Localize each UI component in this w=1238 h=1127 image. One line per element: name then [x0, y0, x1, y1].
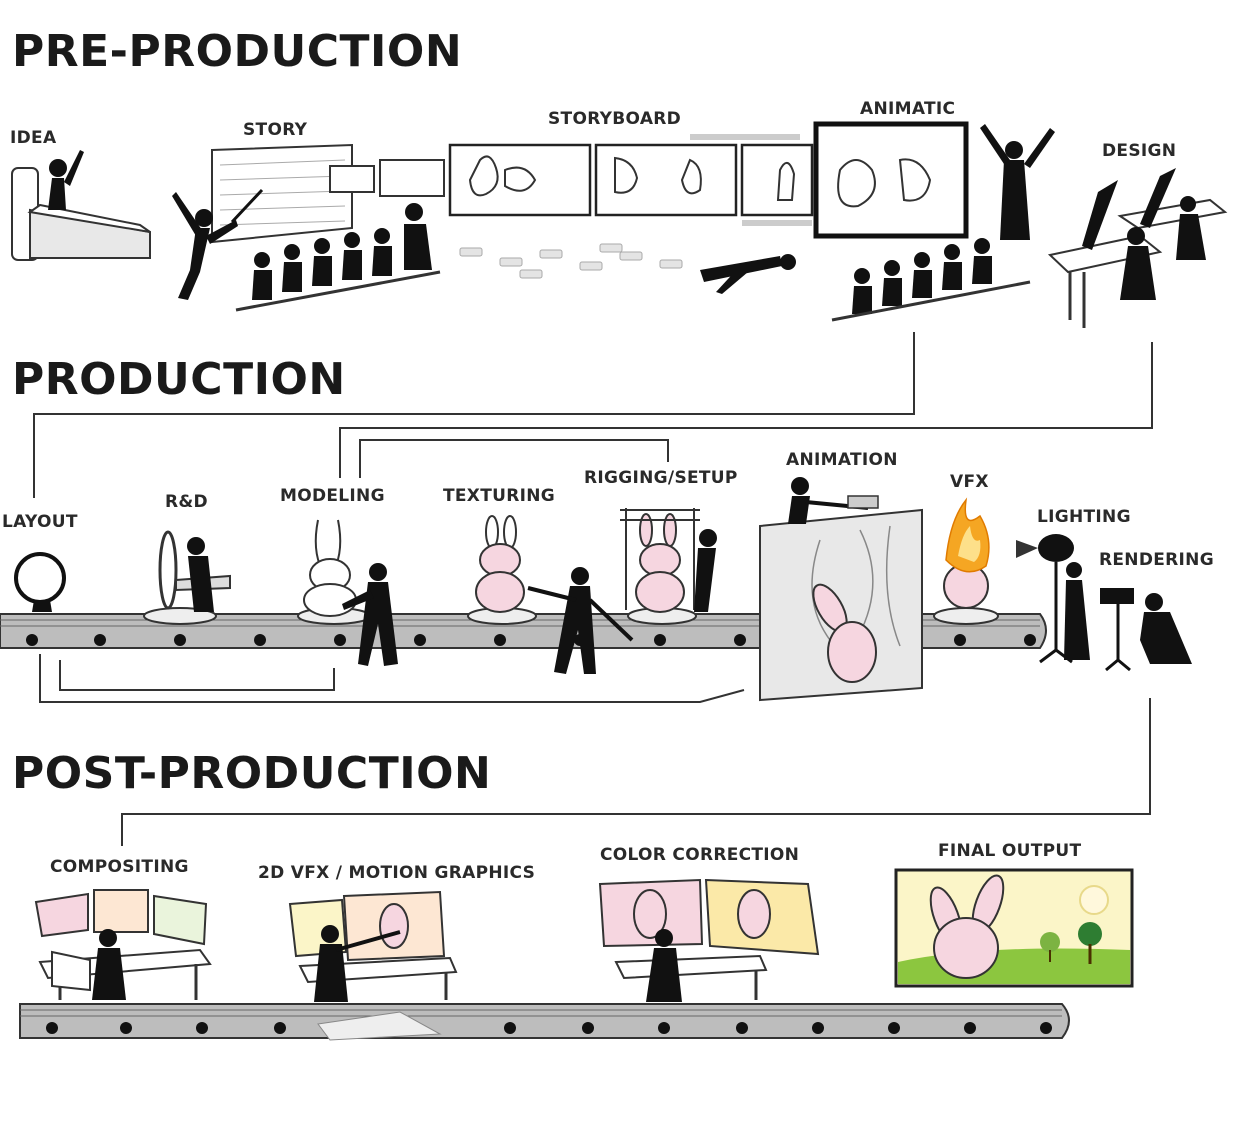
step-label-design: DESIGN: [1102, 141, 1177, 161]
animation-screen: [759, 477, 923, 702]
step-label-2d-vfx: 2D VFX / MOTION GRAPHICS: [258, 863, 536, 883]
story-board: [211, 143, 445, 244]
rigging-bunny: [620, 508, 700, 625]
production-title: PRODUCTION: [12, 354, 346, 405]
step-label-layout: LAYOUT: [2, 512, 78, 532]
design-desks: [1047, 168, 1228, 328]
step-label-final-output: FINAL OUTPUT: [938, 841, 1082, 861]
rigging-figure: [694, 529, 717, 612]
step-label-storyboard: STORYBOARD: [548, 109, 682, 129]
storyboard-scattered-cards: [459, 243, 683, 279]
story-audience: [252, 203, 432, 300]
color-correction-station: [598, 878, 820, 1002]
texturing-bunny: [467, 515, 537, 625]
animatic-screen: [813, 121, 969, 239]
step-label-idea: IDEA: [10, 128, 57, 148]
lighting-rig: [1016, 534, 1090, 664]
storyboard-panels: [448, 134, 814, 226]
modeling-sculptor-figure: [342, 563, 398, 666]
idea-bed-figure: [11, 150, 151, 261]
step-label-rnd: R&D: [165, 492, 208, 512]
vfx-2d-station: [288, 890, 458, 1041]
modeling-bunny: [297, 519, 371, 625]
texturing-painter-figure: [527, 567, 634, 674]
vfx-fire-bunny: [933, 497, 999, 625]
pre-production-title: PRE-PRODUCTION: [12, 26, 463, 77]
step-label-lighting: LIGHTING: [1037, 507, 1131, 527]
step-label-rigging: RIGGING/SETUP: [584, 468, 738, 488]
post-conveyor-belt: [19, 1003, 1070, 1039]
step-label-animation: ANIMATION: [786, 450, 898, 470]
step-label-texturing: TEXTURING: [443, 486, 556, 506]
production-loop-connectors: [39, 654, 745, 703]
storyboard-fallen-figure: [700, 254, 796, 294]
compositing-station: [34, 889, 212, 1000]
layout-figure: [14, 552, 66, 612]
step-label-color-correction: COLOR CORRECTION: [600, 845, 800, 865]
animatic-cheering-figure: [980, 124, 1055, 240]
final-output-frame: [894, 868, 1134, 988]
step-label-modeling: MODELING: [280, 486, 385, 506]
step-label-animatic: ANIMATIC: [860, 99, 956, 119]
step-label-rendering: RENDERING: [1099, 550, 1214, 570]
story-presenter: [172, 188, 264, 300]
step-label-compositing: COMPOSITING: [50, 857, 189, 877]
rendering-camera: [1100, 588, 1192, 672]
production-to-post-connector: [121, 698, 1151, 846]
post-production-title: POST-PRODUCTION: [12, 748, 492, 799]
pre-to-production-connectors: [33, 332, 1153, 498]
rnd-figure: [143, 530, 231, 625]
animatic-audience: [852, 238, 992, 314]
step-label-vfx: VFX: [950, 472, 989, 492]
step-label-story: STORY: [243, 120, 308, 140]
